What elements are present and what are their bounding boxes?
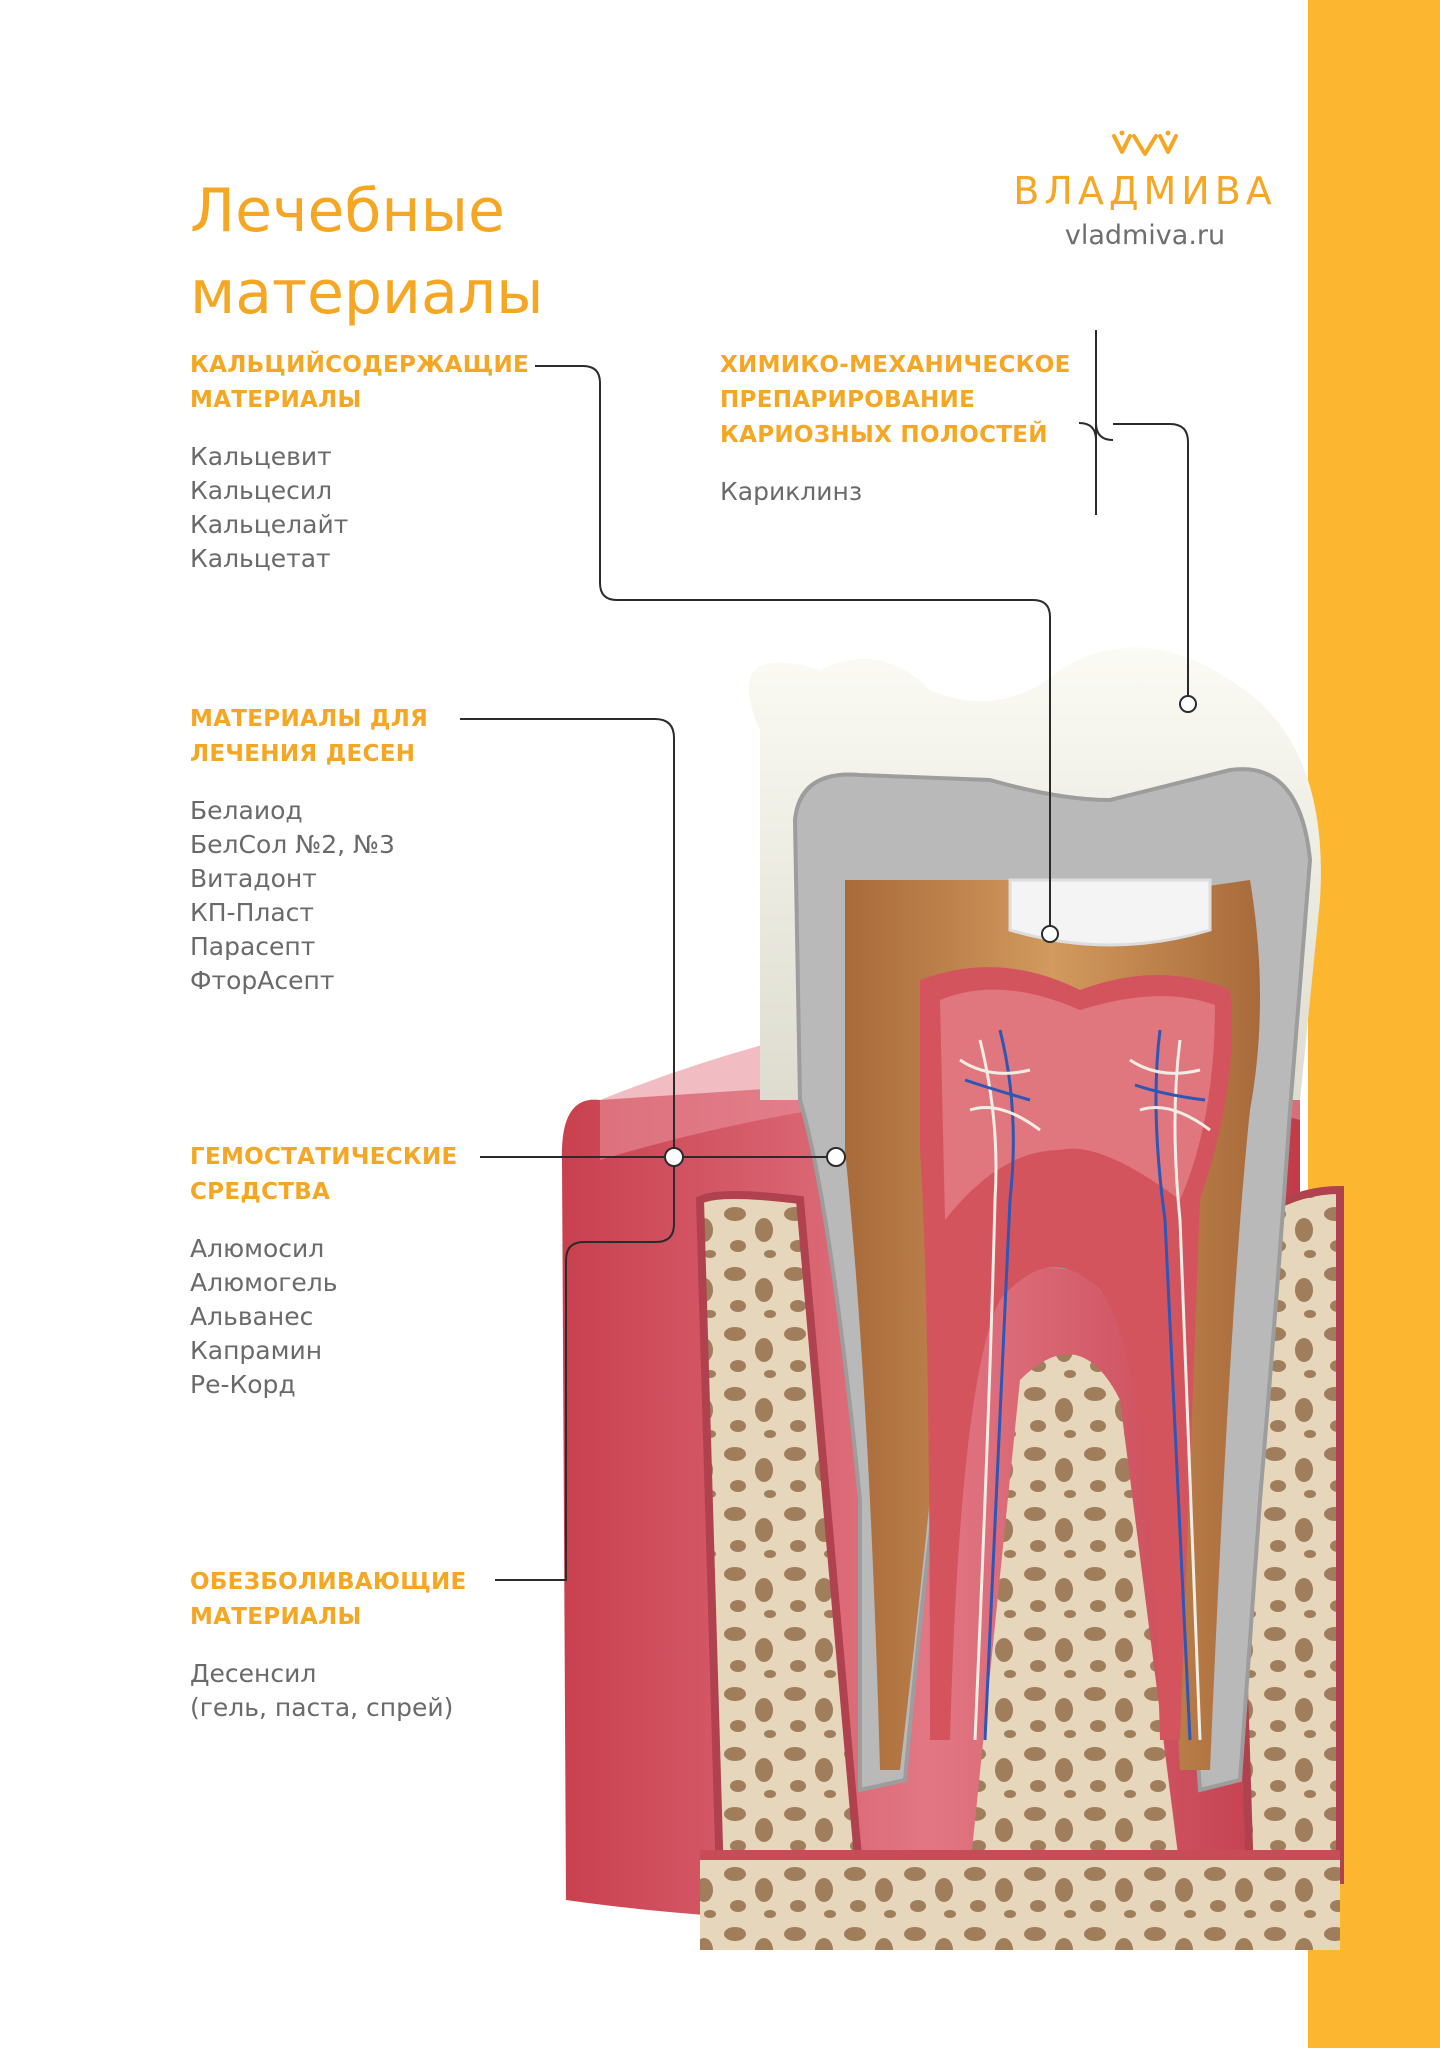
product-item: (гель, паста, спрей) — [190, 1693, 454, 1722]
callout-gum-treatment: МАТЕРИАЛЫ ДЛЯ ЛЕЧЕНИЯ ДЕСЕН Белаиод БелС… — [190, 702, 530, 998]
product-item: Кариклинз — [720, 477, 863, 506]
callout-hemostatic: ГЕМОСТАТИЧЕСКИЕ СРЕДСТВА Алюмосил Алюмог… — [190, 1140, 530, 1402]
connector-chemo-brace — [1078, 330, 1114, 515]
page-title: Лечебные материалы — [190, 170, 710, 334]
product-item: Ре-Корд — [190, 1370, 296, 1399]
heading-line: МАТЕРИАЛЫ — [190, 387, 362, 413]
heading-line: ОБЕЗБОЛИВАЮЩИЕ — [190, 1569, 467, 1595]
vladmiva-logo-icon — [1112, 130, 1178, 156]
callout-heading: КАЛЬЦИЙСОДЕРЖАЩИЕ МАТЕРИАЛЫ — [190, 348, 550, 418]
marker-restoration — [1041, 925, 1059, 943]
heading-line: МАТЕРИАЛЫ — [190, 1604, 362, 1630]
product-item: ФторАсепт — [190, 966, 335, 995]
product-item: Альванес — [190, 1302, 314, 1331]
callout-chemo-mechanical: ХИМИКО-МЕХАНИЧЕСКОЕ ПРЕПАРИРОВАНИЕ КАРИО… — [720, 348, 1100, 509]
heading-line: ХИМИКО-МЕХАНИЧЕСКОЕ — [720, 352, 1071, 378]
marker-gingiva — [826, 1147, 846, 1167]
heading-line: КАРИОЗНЫХ ПОЛОСТЕЙ — [720, 422, 1048, 448]
connector-gums — [460, 718, 675, 1150]
product-item: Капрамин — [190, 1336, 323, 1365]
heading-line: ЛЕЧЕНИЯ ДЕСЕН — [190, 741, 416, 767]
heading-line: МАТЕРИАЛЫ ДЛЯ — [190, 706, 429, 732]
product-item: КП-Пласт — [190, 898, 314, 927]
connector-chemo — [1113, 423, 1189, 700]
product-item: Алюмосил — [190, 1234, 325, 1263]
product-item: Кальцесил — [190, 476, 333, 505]
connector-calcium — [535, 365, 1051, 932]
callout-heading: ХИМИКО-МЕХАНИЧЕСКОЕ ПРЕПАРИРОВАНИЕ КАРИО… — [720, 348, 1100, 453]
nerves-and-vessels — [959, 1029, 1211, 1741]
connector-anesthetic — [495, 1166, 675, 1581]
heading-line: КАЛЬЦИЙСОДЕРЖАЩИЕ — [190, 352, 530, 378]
callout-heading: ГЕМОСТАТИЧЕСКИЕ СРЕДСТВА — [190, 1140, 530, 1210]
page-title-line-2: материалы — [190, 258, 544, 329]
product-list: Алюмосил Алюмогель Альванес Капрамин Ре-… — [190, 1232, 530, 1402]
product-list: Кальцевит Кальцесил Кальцелайт Кальцетат — [190, 440, 550, 576]
product-list: Десенсил (гель, паста, спрей) — [190, 1657, 530, 1725]
product-item: БелСол №2, №3 — [190, 830, 395, 859]
callout-calcium-materials: КАЛЬЦИЙСОДЕРЖАЩИЕ МАТЕРИАЛЫ Кальцевит Ка… — [190, 348, 550, 576]
product-list: Кариклинз — [720, 475, 1100, 509]
product-item: Витадонт — [190, 864, 317, 893]
heading-line: СРЕДСТВА — [190, 1179, 331, 1205]
product-list: Белаиод БелСол №2, №3 Витадонт КП-Пласт … — [190, 794, 530, 998]
product-item: Белаиод — [190, 796, 303, 825]
heading-line: ГЕМОСТАТИЧЕСКИЕ — [190, 1144, 458, 1170]
product-item: Парасепт — [190, 932, 316, 961]
marker-crown — [1179, 695, 1197, 713]
page-title-line-1: Лечебные — [190, 176, 505, 247]
restoration-layer — [1008, 878, 1212, 947]
brand-name: ВЛАДМИВА — [1013, 169, 1277, 213]
heading-line: ПРЕПАРИРОВАНИЕ — [720, 387, 976, 413]
marker-gums — [664, 1147, 684, 1167]
bone-interradicular — [970, 1354, 1180, 1870]
product-item: Кальцевит — [190, 442, 332, 471]
callout-heading: ОБЕЗБОЛИВАЮЩИЕ МАТЕРИАЛЫ — [190, 1565, 530, 1635]
product-item: Кальцетат — [190, 544, 331, 573]
product-item: Кальцелайт — [190, 510, 349, 539]
brand-logo: ВЛАДМИВА vladmiva.ru — [1000, 128, 1290, 256]
callout-anesthetic: ОБЕЗБОЛИВАЮЩИЕ МАТЕРИАЛЫ Десенсил (гель,… — [190, 1565, 530, 1725]
callout-heading: МАТЕРИАЛЫ ДЛЯ ЛЕЧЕНИЯ ДЕСЕН — [190, 702, 530, 772]
product-item: Алюмогель — [190, 1268, 338, 1297]
brand-url[interactable]: vladmiva.ru — [1064, 220, 1226, 251]
product-item: Десенсил — [190, 1659, 317, 1688]
bone-left — [695, 1191, 865, 1884]
